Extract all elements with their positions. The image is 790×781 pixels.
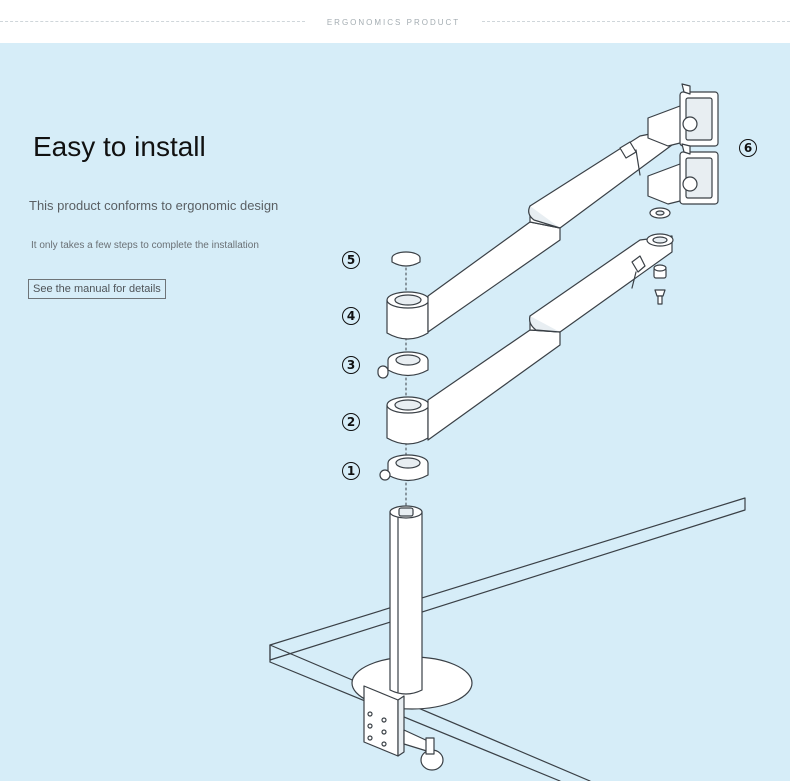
step-3-badge: 3 xyxy=(342,356,360,374)
cap-5 xyxy=(391,251,421,267)
page-title: Easy to install xyxy=(33,131,206,162)
right-dashed-rule xyxy=(482,21,790,22)
washer-and-screws xyxy=(649,207,671,305)
collar-1 xyxy=(379,454,429,482)
step-6-badge: 6 xyxy=(739,139,757,157)
joint-4 xyxy=(386,291,430,340)
upper-arm xyxy=(427,129,677,333)
vesa-bracket-upper xyxy=(647,83,719,147)
left-dashed-rule xyxy=(0,21,305,22)
section-label: ERGONOMICS PRODUCT xyxy=(326,18,461,27)
vesa-bracket-lower xyxy=(647,143,719,205)
desk-top xyxy=(269,497,746,781)
installation-note: It only takes a few steps to complete th… xyxy=(31,240,259,251)
step-5-badge: 5 xyxy=(342,251,360,269)
see-manual-button[interactable]: See the manual for details xyxy=(28,279,166,299)
page-subtitle: This product conforms to ergonomic desig… xyxy=(29,198,279,213)
joint-2 xyxy=(386,396,430,445)
support-pole xyxy=(389,505,423,695)
step-1-badge: 1 xyxy=(342,462,360,480)
lower-arm xyxy=(427,233,674,441)
top-banner: ERGONOMICS PRODUCT xyxy=(0,0,790,43)
collar-3 xyxy=(377,351,429,379)
step-2-badge: 2 xyxy=(342,413,360,431)
step-4-badge: 4 xyxy=(342,307,360,325)
